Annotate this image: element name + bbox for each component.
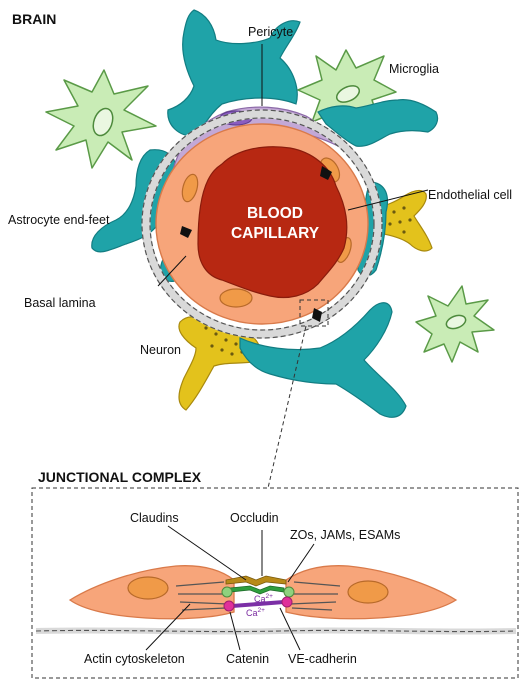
label-ve-cadherin: VE-cadherin: [288, 652, 357, 666]
brain-title: BRAIN: [12, 11, 56, 27]
label-basal-lamina: Basal lamina: [24, 296, 96, 310]
inset-endothelial-cell-right: [286, 566, 456, 619]
zo-node-left: [222, 587, 232, 597]
label-pericyte: Pericyte: [248, 25, 293, 39]
label-actin-cytoskeleton: Actin cytoskeleton: [84, 652, 185, 666]
label-zos-jams-esams: ZOs, JAMs, ESAMs: [290, 528, 400, 542]
label-claudins: Claudins: [130, 511, 179, 525]
label-neuron: Neuron: [140, 343, 181, 357]
lumen-label-line2: CAPILLARY: [231, 225, 320, 242]
zo-node-right: [284, 587, 294, 597]
label-microglia: Microglia: [389, 62, 439, 76]
label-endothelial-cell: Endothelial cell: [428, 188, 512, 202]
microglia-top-left: [46, 70, 156, 168]
catenin-node-left: [224, 601, 234, 611]
ca-ion-lower: Ca2+: [246, 607, 265, 618]
microglia-bottom-right: [416, 286, 494, 362]
label-occludin: Occludin: [230, 511, 279, 525]
claudin-strands: [230, 586, 284, 594]
label-astrocyte-end-feet: Astrocyte end-feet: [8, 213, 110, 227]
inset-endothelial-cell-left: [70, 566, 234, 619]
catenin-node-right: [282, 597, 292, 607]
label-catenin: Catenin: [226, 652, 269, 666]
lumen-label-line1: BLOOD: [247, 205, 303, 222]
junctional-complex-title: JUNCTIONAL COMPLEX: [38, 469, 202, 485]
occludin-strands: [226, 576, 286, 586]
